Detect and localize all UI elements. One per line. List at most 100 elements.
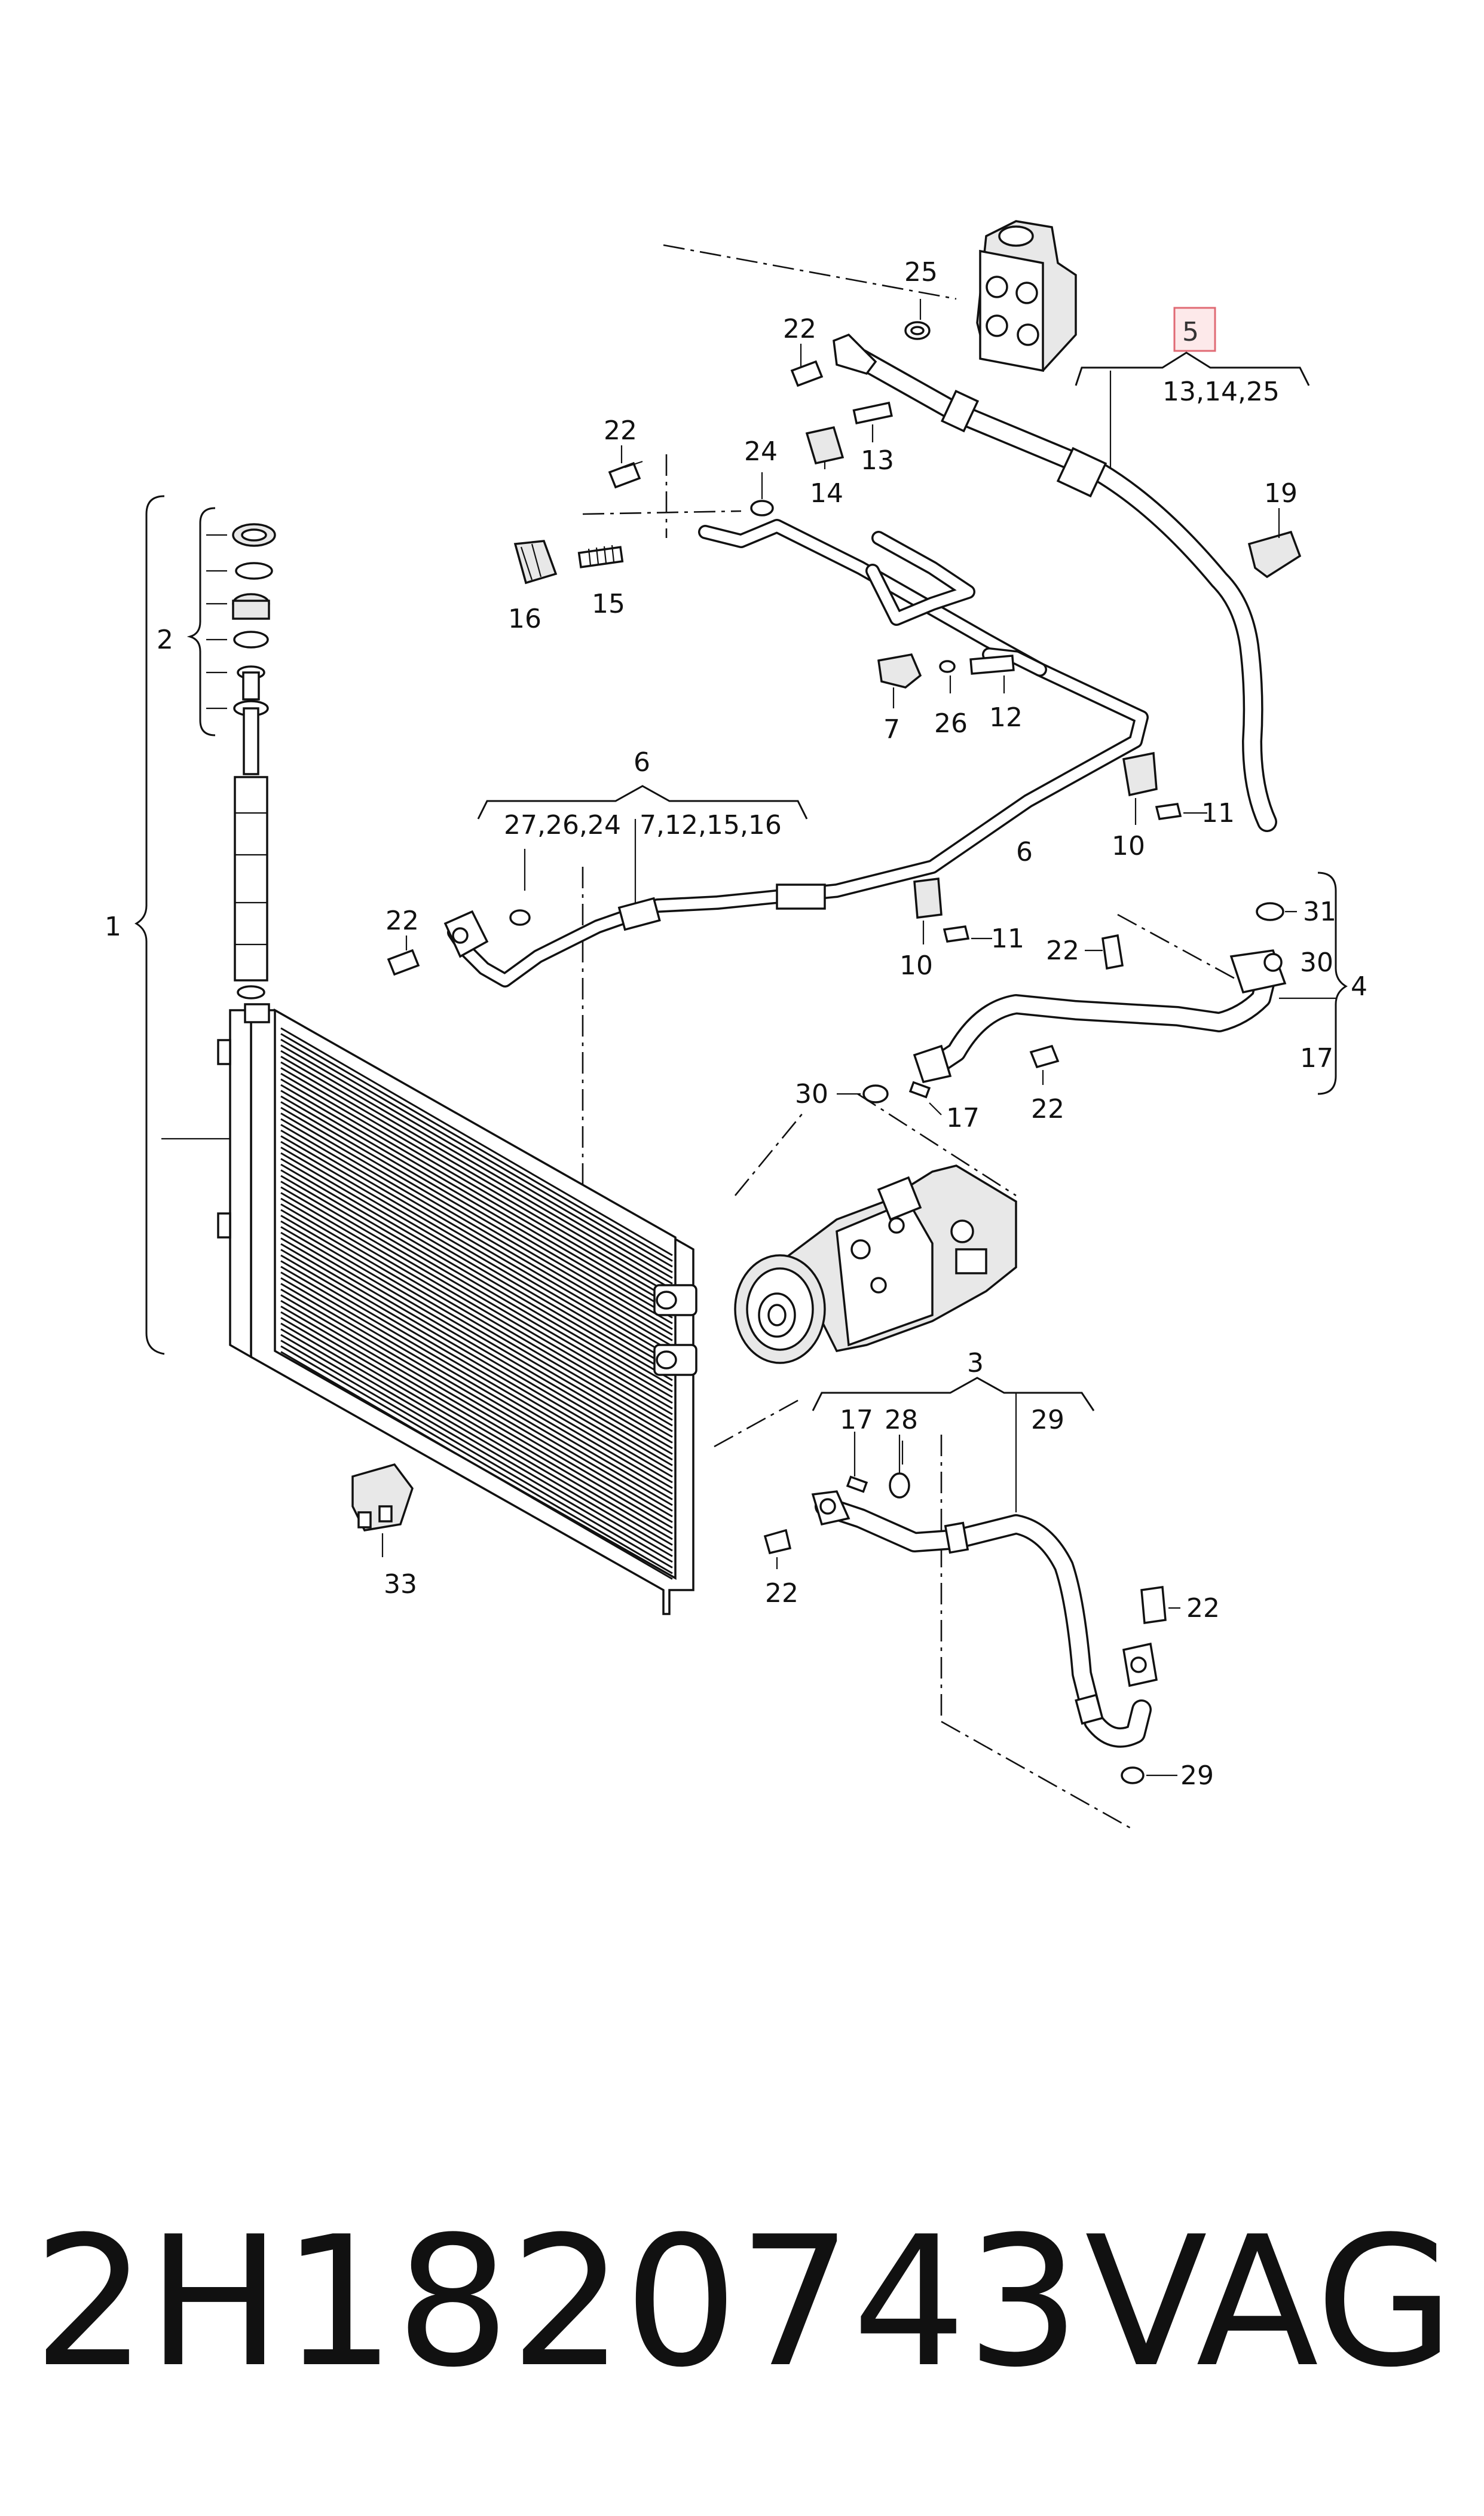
label-15: 15 xyxy=(592,589,625,619)
condenser-fin xyxy=(280,1129,673,1359)
condenser-fin xyxy=(280,1209,673,1438)
group-brackets xyxy=(134,351,1348,1512)
label-33: 33 xyxy=(384,1569,417,1600)
condenser-fin xyxy=(280,1135,673,1364)
label-6-top: 6 xyxy=(634,747,650,778)
condenser-fin xyxy=(280,1345,673,1575)
condenser-fin xyxy=(280,1090,673,1319)
label-25: 25 xyxy=(904,257,938,288)
condenser-fin xyxy=(280,1112,673,1341)
label-29b: 29 xyxy=(1180,1760,1214,1791)
condenser-fin xyxy=(280,1027,673,1257)
callout-labels: 1 2 3 4 5 13,14,25 6 27,26,24 7,12,15,16… xyxy=(105,257,1367,1791)
label-13: 13 xyxy=(861,445,894,476)
condenser-fin xyxy=(280,1197,673,1427)
condenser-fin xyxy=(280,1306,673,1534)
label-2: 2 xyxy=(157,625,173,655)
brand-name: VAG xyxy=(1085,2198,1454,2407)
condenser-fin xyxy=(280,1334,673,1563)
label-22d: 22 xyxy=(1046,936,1079,966)
condenser-fin xyxy=(280,1294,673,1523)
label-11a: 11 xyxy=(1201,798,1235,829)
condenser-fin xyxy=(280,1124,673,1353)
expansion-valve xyxy=(904,220,1077,372)
label-4: 4 xyxy=(1351,971,1367,1002)
condenser-fin xyxy=(280,1254,673,1484)
condenser-fin xyxy=(280,1340,673,1569)
condenser-fin xyxy=(280,1265,673,1495)
label-14: 14 xyxy=(810,478,843,509)
condenser-fin xyxy=(280,1072,673,1302)
condenser-fin xyxy=(280,1095,673,1325)
condenser-fin xyxy=(280,1163,673,1393)
condenser-fin xyxy=(280,1288,673,1518)
label-10b: 10 xyxy=(899,950,933,981)
condenser-fin xyxy=(280,1056,673,1285)
condenser-fin xyxy=(280,1078,673,1307)
condenser-fin xyxy=(280,1152,673,1381)
label-22b: 22 xyxy=(604,415,637,446)
compressor xyxy=(734,1164,1017,1364)
label-6-pipe: 6 xyxy=(1016,837,1033,867)
condenser-fin xyxy=(280,1033,673,1262)
condenser-fin xyxy=(280,1237,673,1466)
refrigerant-pipes xyxy=(443,333,1287,1748)
condenser-fin xyxy=(280,1226,673,1455)
label-19: 19 xyxy=(1264,478,1298,509)
condenser-fin xyxy=(280,1317,673,1546)
label-16: 16 xyxy=(508,604,541,634)
highlight-box-5 xyxy=(1173,307,1216,352)
condenser-fin xyxy=(280,1050,673,1279)
condenser-fin xyxy=(280,1300,673,1529)
condenser-fin xyxy=(280,1084,673,1313)
label-30b: 30 xyxy=(795,1079,828,1109)
label-1: 1 xyxy=(105,912,121,942)
condenser xyxy=(217,1003,697,1615)
condenser-fin xyxy=(280,1231,673,1461)
condenser-fin xyxy=(280,1044,673,1273)
label-26: 26 xyxy=(934,708,968,739)
condenser-fin xyxy=(280,1147,673,1375)
condenser-fin xyxy=(280,1283,673,1512)
condenser-fin xyxy=(280,1181,673,1410)
condenser-fin xyxy=(280,1141,673,1370)
condenser-fin xyxy=(280,1277,673,1506)
label-24: 24 xyxy=(744,436,778,467)
label-7: 7 xyxy=(883,714,900,745)
condenser-fin xyxy=(280,1328,673,1557)
condenser-fin xyxy=(280,1220,673,1450)
condenser-fin xyxy=(280,1186,673,1416)
condenser-fin xyxy=(280,1215,673,1444)
assembly-lines xyxy=(582,244,1250,1830)
condenser-fin xyxy=(280,1249,673,1478)
label-22c: 22 xyxy=(385,906,419,936)
condenser-fin xyxy=(280,1311,673,1540)
label-28: 28 xyxy=(885,1405,918,1435)
condenser-fin xyxy=(280,1106,673,1336)
part-number: 2H1820743 xyxy=(33,2198,1081,2407)
label-29a: 29 xyxy=(1031,1405,1064,1435)
label-group-5: 13,14,25 xyxy=(1162,377,1280,407)
footer: 2H1820743 VAG xyxy=(33,2198,1454,2407)
label-5-highlighted: 5 xyxy=(1182,317,1199,347)
label-group-6b: 7,12,15,16 xyxy=(640,810,782,840)
condenser-fin xyxy=(280,1169,673,1398)
condenser-fin xyxy=(280,1351,673,1580)
label-3: 3 xyxy=(967,1348,984,1378)
condenser-fins xyxy=(280,1027,673,1580)
condenser-fin xyxy=(280,1118,673,1347)
condenser-fin xyxy=(280,1175,673,1404)
label-22f: 22 xyxy=(765,1578,798,1609)
condenser-fin xyxy=(280,1101,673,1330)
condenser-fin xyxy=(280,1271,673,1500)
small-parts xyxy=(351,360,1302,1784)
label-17b: 17 xyxy=(946,1103,980,1133)
condenser-fin xyxy=(280,1260,673,1489)
condenser-fin xyxy=(280,1038,673,1268)
receiver-drier xyxy=(232,523,276,999)
label-group-6a: 27,26,24 xyxy=(504,810,621,840)
label-17c: 17 xyxy=(840,1405,873,1435)
leader-lines xyxy=(381,299,1297,1777)
condenser-fin xyxy=(280,1243,673,1472)
